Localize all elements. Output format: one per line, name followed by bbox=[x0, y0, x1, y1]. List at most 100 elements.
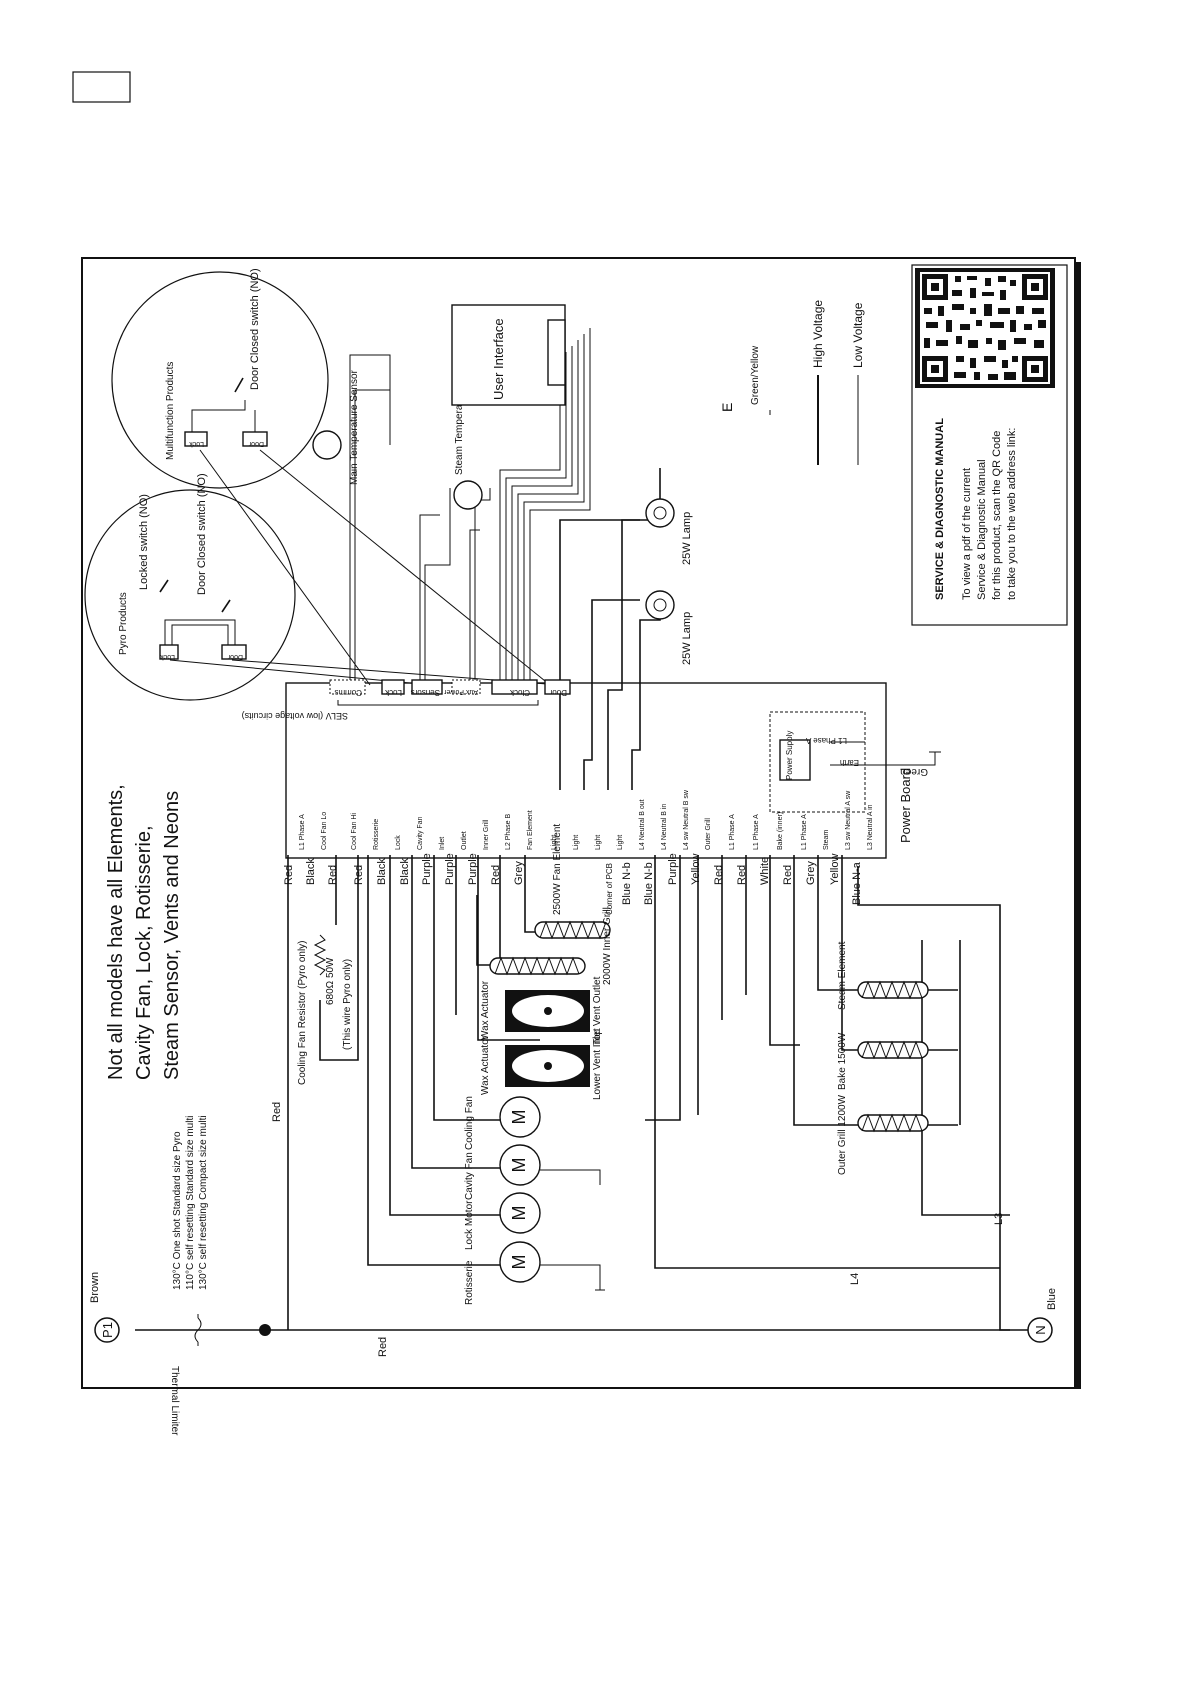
diagram-frame-shadow bbox=[1074, 262, 1081, 1389]
power-board: Power Board SELV (low voltage circuits) … bbox=[242, 679, 941, 915]
user-interface: User Interface bbox=[451, 304, 566, 406]
service-title: SERVICE & DIAGNOSTIC MANUAL bbox=[934, 418, 946, 600]
selv-label: SELV (low voltage circuits) bbox=[242, 711, 348, 721]
element-outer-grill: Outer Grill 1200W bbox=[837, 1094, 929, 1175]
svg-text:Red: Red bbox=[782, 865, 794, 885]
steam-sensor-label: Steam Temperature Sensor bbox=[454, 352, 465, 475]
svg-text:Door: Door bbox=[549, 688, 567, 697]
element-bake-label: Bake 1500W bbox=[837, 1032, 848, 1090]
earth-wire-label: Green/Yellow bbox=[750, 345, 761, 405]
multi-title: Multifunction Products bbox=[165, 362, 176, 460]
p1-wire-label: Brown bbox=[89, 1272, 101, 1303]
power-supply-label: Power Supply bbox=[785, 731, 794, 780]
svg-text:Door: Door bbox=[227, 653, 243, 660]
pyro-title: Pyro Products bbox=[118, 592, 129, 655]
service-box: SERVICE & DIAGNOSTIC MANUAL To view a pd… bbox=[911, 264, 1068, 626]
svg-text:Yellow: Yellow bbox=[829, 854, 841, 885]
motor-rotisserie-label: Rotisserie bbox=[464, 1260, 475, 1305]
connector-lock bbox=[381, 679, 405, 695]
p1-terminal bbox=[94, 1317, 120, 1343]
connector-aux-power bbox=[451, 679, 481, 695]
n-terminal bbox=[1027, 1317, 1053, 1343]
svg-text:White: White bbox=[759, 857, 771, 885]
main-sensor-label: Main Temperature Sensor bbox=[349, 369, 360, 485]
connector-clock bbox=[491, 679, 538, 695]
thermal-note-3: 130°C self resetting Compact size multi bbox=[198, 1115, 209, 1290]
corner-box bbox=[72, 71, 131, 103]
svg-text:Light: Light bbox=[551, 835, 558, 850]
p1-label: P1 bbox=[100, 1322, 115, 1338]
diagram-frame bbox=[81, 257, 1076, 1389]
multifunction-products: Multifunction Products Door Closed switc… bbox=[111, 268, 329, 489]
terminal: Bake (inner)Red bbox=[777, 812, 794, 885]
svg-text:Comms: Comms bbox=[334, 688, 362, 697]
headline-line-1: Not all models have all Elements, bbox=[105, 784, 127, 1080]
corner-of-pcb: Corner of PCB bbox=[605, 863, 614, 915]
service-line-3: for this product, scan the QR Code bbox=[991, 431, 1003, 600]
terminal: Light bbox=[551, 835, 558, 850]
pyro-locked-switch: Locked switch (NO) bbox=[138, 494, 150, 590]
thermal-note-1: 130°C One shot Standard size Pyro bbox=[172, 1131, 183, 1290]
pyro-products: Pyro Products Locked switch (NO) Door Cl… bbox=[84, 473, 296, 701]
svg-text:Light: Light bbox=[617, 835, 624, 850]
actuator-lower-top: Wax Actuator bbox=[480, 1035, 491, 1095]
red-left-label: Red bbox=[271, 1102, 283, 1122]
svg-text:Cool Fan Hi: Cool Fan Hi bbox=[351, 813, 358, 850]
l3-label: L3 bbox=[993, 1213, 1005, 1225]
actuator-top-bottom: Top Vent Outlet bbox=[592, 976, 603, 1045]
ps-earth: Earth bbox=[840, 758, 859, 767]
power-board-title: Power Board bbox=[898, 768, 913, 843]
user-interface-label: User Interface bbox=[491, 318, 506, 400]
svg-text:L2 Phase B: L2 Phase B bbox=[505, 813, 512, 850]
svg-text:Purple: Purple bbox=[421, 853, 433, 885]
lamp-1: 25W Lamp bbox=[645, 498, 693, 565]
svg-text:Grey: Grey bbox=[805, 861, 817, 885]
lv-wiring bbox=[169, 328, 591, 686]
svg-text:Inner Grill: Inner Grill bbox=[483, 819, 490, 850]
steam-temperature-sensor: Steam Temperature Sensor bbox=[453, 352, 483, 510]
svg-text:Blue N-a: Blue N-a bbox=[851, 861, 863, 905]
ps-l1-phase-a: L1 Phase A bbox=[805, 736, 847, 745]
svg-text:Outlet: Outlet bbox=[461, 831, 468, 850]
svg-text:Clock: Clock bbox=[509, 688, 530, 697]
svg-text:M: M bbox=[509, 1255, 529, 1270]
cfr-wire-note: (This wire Pyro only) bbox=[342, 959, 353, 1050]
cfr-value: 680Ω 50W bbox=[325, 957, 336, 1005]
headline-line-3: Steam Sensor, Vents and Neons bbox=[161, 791, 183, 1080]
l4-label: L4 bbox=[849, 1273, 861, 1285]
svg-text:Red: Red bbox=[283, 865, 295, 885]
svg-text:L3 sw Neutral A sw: L3 sw Neutral A sw bbox=[845, 790, 852, 850]
lamps: 25W Lamp 25W Lamp bbox=[645, 498, 693, 665]
svg-text:Red: Red bbox=[736, 865, 748, 885]
thermal-limiter: Thermal Limiter 130°C One shot Standard … bbox=[169, 1115, 209, 1436]
svg-text:Black: Black bbox=[399, 858, 411, 885]
service-line-1: To view a pdf of the current bbox=[961, 468, 973, 600]
svg-text:L1 Phase A: L1 Phase A bbox=[753, 814, 760, 850]
svg-text:Blue N-b: Blue N-b bbox=[643, 862, 655, 905]
motor-rotisserie: M Rotisserie bbox=[464, 1241, 541, 1305]
service-line-2: Service & Diagnostic Manual bbox=[976, 459, 988, 600]
multi-door-switch: Door Closed switch (NO) bbox=[249, 268, 261, 390]
svg-text:Steam: Steam bbox=[823, 830, 830, 850]
svg-text:Lock: Lock bbox=[189, 440, 204, 447]
thermal-note-2: 110°C self resetting Standard size multi bbox=[185, 1116, 196, 1290]
lv-connectors: Comms Lock Sensors Aux Power Clock Door bbox=[329, 679, 571, 697]
motor-cooling-fan-label: Cooling Fan bbox=[464, 1096, 475, 1150]
hv-wiring bbox=[135, 468, 1040, 1331]
service-line-4: to take you to the web address link: bbox=[1006, 428, 1018, 600]
element-steam-label: Steam Element bbox=[837, 941, 848, 1010]
red-bottom-label: Red bbox=[377, 1337, 389, 1357]
svg-text:L4 sw Neutral B sw: L4 sw Neutral B sw bbox=[683, 789, 690, 850]
power-supply bbox=[779, 739, 811, 781]
